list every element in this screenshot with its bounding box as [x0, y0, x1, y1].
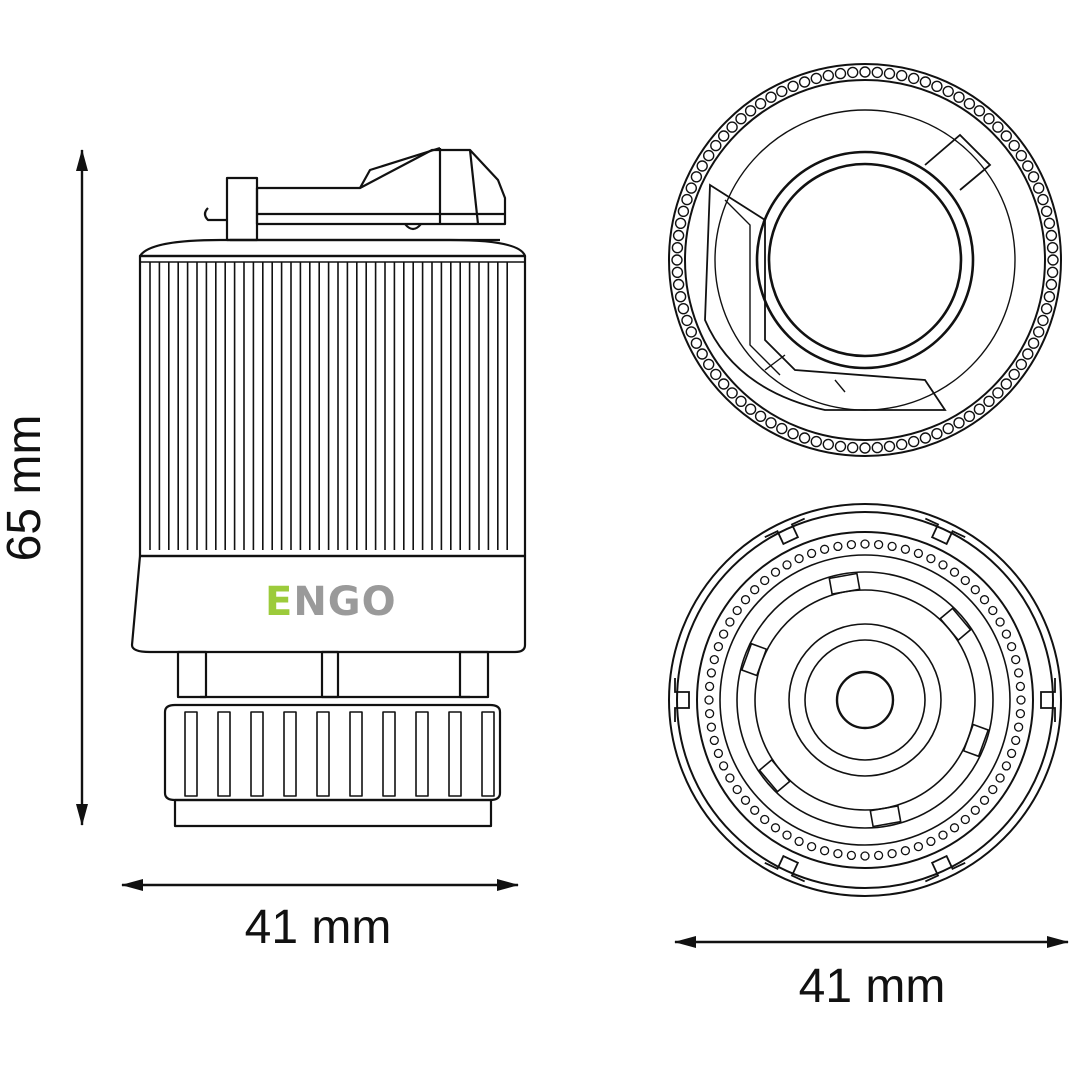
- height-dimension-label: 65 mm: [0, 415, 51, 562]
- top-view-actuator: [668, 63, 1062, 457]
- brand-logo-rest: NGO: [293, 579, 396, 625]
- brand-logo-accent-letter: E: [265, 579, 293, 625]
- brand-logo: ENGO: [265, 579, 397, 625]
- mount-nut: [163, 703, 502, 828]
- side-view-actuator: [130, 146, 527, 828]
- top-clip: [203, 146, 507, 242]
- body-label-band: [130, 554, 527, 654]
- side-width-dimension-label: 41 mm: [245, 901, 392, 954]
- body-top-cap: [138, 238, 527, 258]
- top-width-dimension-label: 41 mm: [799, 960, 946, 1013]
- mount-legs: [176, 650, 490, 699]
- body-ribs: [140, 261, 525, 550]
- dimension-lines: [76, 149, 1069, 948]
- bottom-view-actuator: [668, 503, 1062, 897]
